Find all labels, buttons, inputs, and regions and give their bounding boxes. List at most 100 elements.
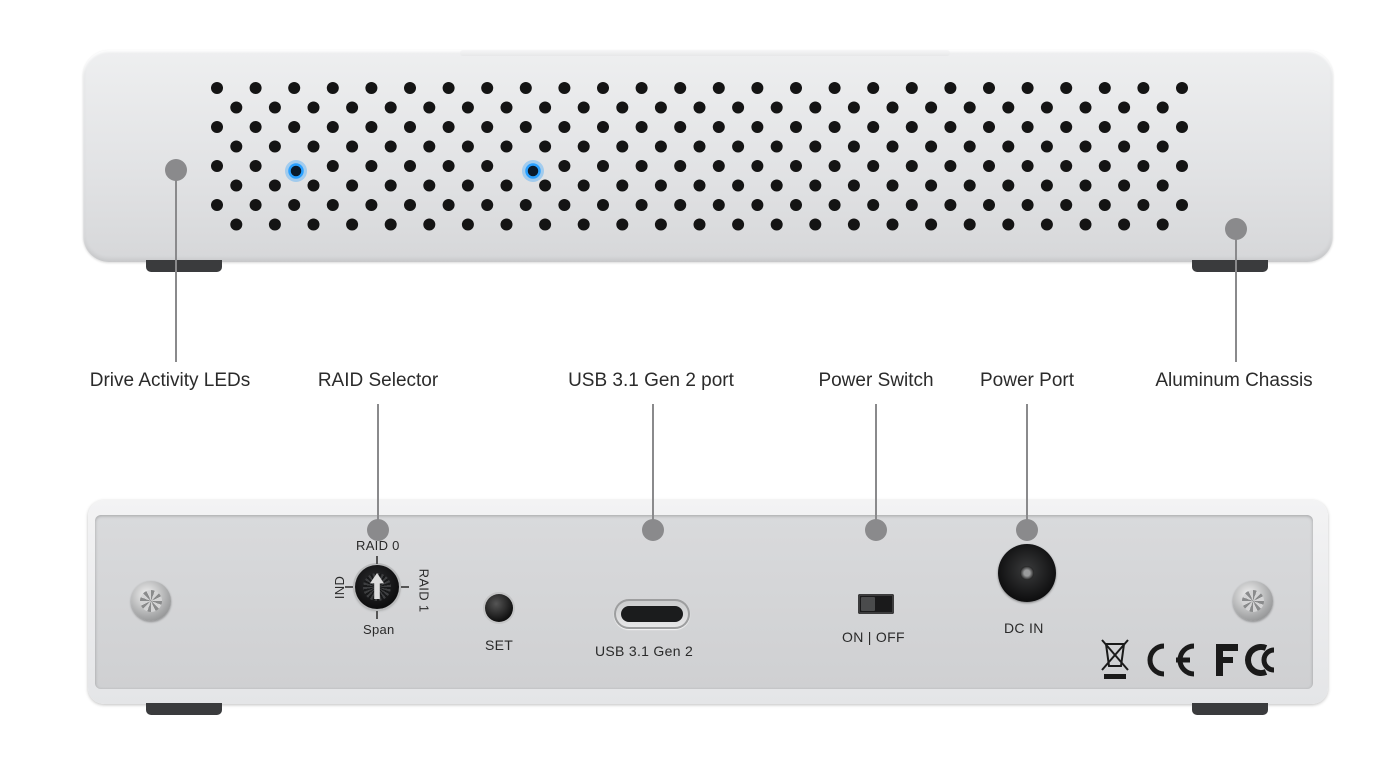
vent-hole [230, 179, 243, 192]
weee-bin-icon [1101, 639, 1129, 679]
vent-hole [751, 121, 764, 133]
set-button[interactable] [485, 594, 513, 622]
vent-hole [635, 121, 648, 133]
vent-hole [268, 179, 281, 192]
vent-hole [635, 199, 648, 211]
vent-hole [211, 199, 223, 211]
fcc-mark [1216, 644, 1275, 676]
vent-hole [886, 101, 899, 114]
vent-hole [577, 101, 590, 114]
vent-hole [1156, 179, 1169, 192]
vent-hole [577, 218, 590, 231]
vent-hole [616, 179, 629, 192]
vent-hole [944, 199, 957, 211]
front-right-foot [1192, 260, 1268, 272]
vent-hole [635, 160, 648, 172]
vent-hole [249, 160, 262, 172]
vent-hole [847, 101, 860, 114]
vent-hole [674, 82, 687, 94]
raid-tick [376, 611, 378, 619]
span-label: Span [363, 622, 395, 637]
callout-usb-port: USB 3.1 Gen 2 port [568, 370, 734, 391]
callout-raid-selector: RAID Selector [317, 370, 439, 391]
vent-hole [1098, 160, 1111, 172]
vent-hole [790, 121, 802, 133]
vent-hole [288, 199, 301, 211]
vent-hole [674, 121, 687, 133]
vent-hole [886, 179, 899, 192]
vent-hole [1118, 140, 1131, 153]
vent-hole [288, 82, 301, 94]
certification-marks [1101, 639, 1275, 679]
vent-hole [732, 140, 745, 153]
vent-hole [404, 82, 416, 94]
vent-hole [307, 140, 320, 153]
vent-hole [558, 121, 571, 133]
vent-hole [442, 82, 455, 94]
vent-hole [828, 199, 841, 211]
vent-hole [365, 121, 378, 133]
vent-hole [597, 199, 609, 211]
vent-hole [1098, 82, 1111, 94]
vent-hole [944, 82, 957, 94]
vent-hole [963, 179, 976, 192]
vent-hole [326, 82, 339, 94]
callout-power-port: Power Port [980, 370, 1074, 391]
vent-hole [654, 140, 667, 153]
vent-hole [577, 179, 590, 192]
vent-hole [886, 140, 899, 153]
vent-hole [712, 82, 725, 94]
ce-mark [1147, 643, 1195, 677]
vent-hole [288, 121, 301, 133]
vent-hole [1098, 121, 1111, 133]
vent-hole [1137, 121, 1150, 133]
vent-hole [983, 82, 995, 94]
vent-hole [751, 82, 764, 94]
vent-hole [1098, 199, 1111, 211]
power-switch[interactable] [858, 594, 894, 614]
vent-hole [230, 101, 243, 114]
vent-hole [423, 101, 436, 114]
front-left-foot [146, 260, 222, 272]
vent-hole [481, 121, 494, 133]
vent-hole [307, 179, 320, 192]
vent-hole [597, 121, 609, 133]
vent-hole [751, 160, 764, 172]
vent-hole [616, 140, 629, 153]
vent-hole [423, 179, 436, 192]
vent-hole [1156, 140, 1169, 153]
usb-c-port[interactable] [614, 599, 690, 629]
vent-hole [481, 82, 494, 94]
back-left-foot [146, 703, 222, 715]
raid-tick [345, 586, 353, 588]
vent-hole [539, 140, 552, 153]
vent-hole [983, 160, 995, 172]
vent-hole [867, 160, 880, 172]
vent-hole [654, 101, 667, 114]
vent-hole [500, 179, 513, 192]
vent-hole [847, 218, 860, 231]
vent-hole [1137, 160, 1150, 172]
raid-1-label: RAID 1 [416, 568, 432, 613]
vent-hole [1079, 101, 1092, 114]
vent-hole [925, 179, 938, 192]
vent-hole [423, 218, 436, 231]
vent-hole [1079, 140, 1092, 153]
raid-selector-knob[interactable] [355, 565, 399, 609]
left-screw-icon [131, 581, 171, 621]
set-label: SET [485, 637, 514, 653]
vent-hole [230, 140, 243, 153]
vent-hole [1040, 179, 1053, 192]
dc-in-jack[interactable] [998, 544, 1056, 602]
vent-hole [211, 121, 223, 133]
vent-hole [539, 101, 552, 114]
vent-hole [500, 218, 513, 231]
vent-hole [1079, 218, 1092, 231]
vent-hole [1021, 121, 1034, 133]
vent-hole [1176, 121, 1188, 133]
vent-hole [712, 160, 725, 172]
vent-hole [983, 121, 995, 133]
vent-hole [1060, 160, 1073, 172]
vent-hole [828, 160, 841, 172]
vent-hole [481, 199, 494, 211]
